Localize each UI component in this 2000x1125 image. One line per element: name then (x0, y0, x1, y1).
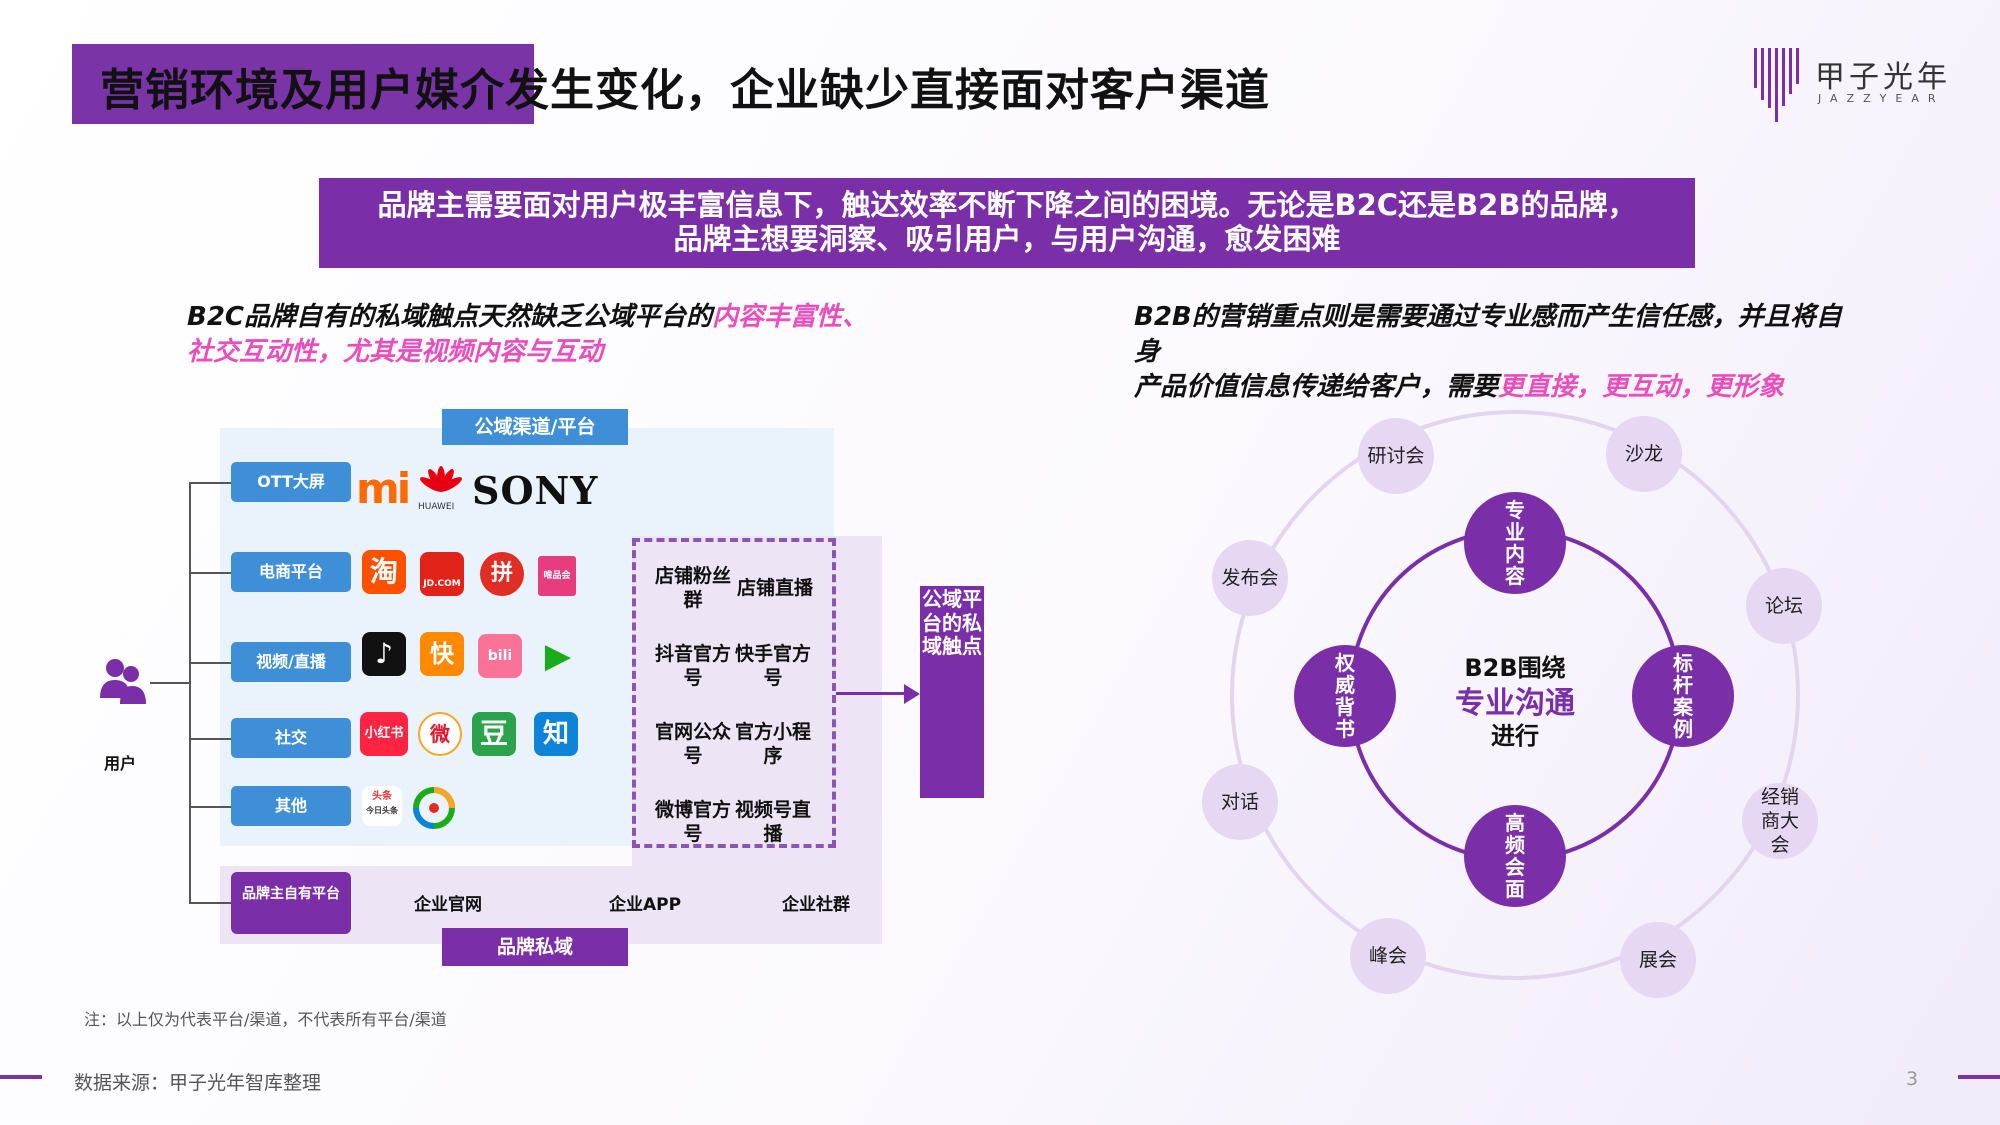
center-text-highlight: 专业沟通 (1455, 686, 1575, 721)
huawei-logo-icon (420, 466, 462, 492)
footer-accent-left (0, 1075, 42, 1079)
logo-mark-icon (1754, 48, 1799, 122)
taobao-icon: 淘 (362, 550, 406, 594)
jd-icon: JD.COM (420, 552, 464, 596)
event-launch: 发布会 (1212, 540, 1288, 616)
bracket-branch (189, 482, 231, 484)
b2c-subtitle: B2C品牌自有的私域触点天然缺乏公域平台的内容丰富性、 社交互动性，尤其是视频内… (187, 300, 887, 370)
own-item-website: 企业官网 (414, 895, 482, 915)
douyin-icon: ♪ (362, 632, 406, 676)
toutiao-icon-text: 头条 (372, 791, 392, 802)
summary-banner: 品牌主需要面对用户极丰富信息下，触达效率不断下降之间的困境。无论是B2C还是B2… (319, 178, 1695, 268)
channel-store-fan-group: 店铺粉丝群 (654, 565, 731, 611)
private-touchpoint-area (632, 536, 882, 866)
event-exhibition: 展会 (1620, 922, 1696, 998)
data-source: 数据来源：甲子光年智库整理 (74, 1072, 322, 1094)
tencent-news-icon (413, 787, 455, 829)
b2b-subtitle: B2B的营销重点则是需要通过专业感而产生信任感，并且将自身 产品价值信息传递给客… (1134, 300, 1854, 405)
channel-mini-program: 官方小程序 (734, 721, 811, 767)
user-connector (150, 682, 190, 684)
bracket-line (189, 482, 191, 904)
b2c-subtitle-text: B2C品牌自有的私域触点天然缺乏公域平台的 (187, 302, 712, 332)
pillar-frequent-meetings: 高频会面 (1464, 805, 1566, 907)
toutiao-icon: 头条 今日头条 (362, 786, 402, 826)
zhihu-icon: 知 (534, 712, 578, 756)
own-item-community: 企业社群 (782, 895, 850, 915)
b2b-subtitle-text: 产品价值信息传递给客户，需要 (1134, 372, 1499, 402)
logo-subtext: JAZZYEAR (1818, 92, 1945, 105)
pillar-label: 专业内容 (1505, 498, 1525, 588)
center-text-line-3: 进行 (1491, 722, 1539, 750)
event-dialogue: 对话 (1202, 764, 1278, 840)
logo-text: 甲子光年 (1815, 60, 1951, 95)
category-other: 其他 (231, 786, 351, 826)
bracket-branch (189, 806, 231, 808)
channel-store-live: 店铺直播 (736, 577, 813, 599)
pillar-label: 权威背书 (1335, 651, 1355, 741)
channel-video-account-live: 视频号直播 (734, 799, 811, 845)
tencent-video-icon: ▶ (544, 636, 572, 676)
title-accent-block (72, 44, 534, 124)
xiaomi-logo: mi (356, 464, 411, 513)
public-domain-label: 公域渠道/平台 (442, 409, 628, 445)
event-summit: 峰会 (1350, 918, 1426, 994)
flow-arrow (836, 692, 916, 695)
xiaohongshu-icon: 小红书 (360, 712, 408, 756)
bracket-branch (189, 662, 231, 664)
footnote: 注：以上仅为代表平台/渠道，不代表所有平台/渠道 (84, 1010, 447, 1029)
b2b-subtitle-highlight: 更直接，更互动，更形象 (1498, 372, 1785, 402)
channel-kuaishou-official: 快手官方号 (734, 643, 811, 689)
b2c-subtitle-highlight-1: 内容丰富性、 (712, 302, 869, 332)
outer-ring (1230, 410, 1800, 980)
banner-line-1: 品牌主需要面对用户极丰富信息下，触达效率不断下降之间的困境。无论是B2C还是B2… (377, 188, 1637, 222)
private-channel-box (632, 538, 836, 848)
channel-official-account: 官网公众号 (654, 721, 731, 767)
toutiao-icon-subtext: 今日头条 (366, 806, 398, 815)
bracket-branch (189, 902, 231, 904)
category-ott: OTT大屏 (231, 462, 351, 502)
user-icon (100, 659, 146, 704)
pillar-label: 标杆案例 (1673, 651, 1693, 741)
pillar-label: 高频会面 (1505, 811, 1525, 901)
b2c-subtitle-highlight-2: 社交互动性，尤其是视频内容与互动 (187, 337, 604, 367)
event-forum: 论坛 (1746, 568, 1822, 644)
sony-logo: SONY (472, 468, 599, 513)
event-seminar: 研讨会 (1358, 418, 1434, 494)
bilibili-icon: bili (478, 634, 522, 678)
footer-accent-right (1958, 1075, 2000, 1079)
channel-douyin-official: 抖音官方号 (654, 643, 731, 689)
category-social: 社交 (231, 718, 351, 758)
vipshop-icon: 唯品会 (538, 556, 576, 596)
weibo-icon: 微 (418, 712, 462, 756)
pinduoduo-icon: 拼 (480, 552, 524, 596)
category-brand-own: 品牌主自有平台 (231, 872, 351, 934)
kuaishou-icon: 快 (420, 632, 464, 676)
page-number: 3 (1906, 1068, 1919, 1090)
page-title: 营销环境及用户媒介发生变化，企业缺少直接面对客户渠道 (100, 65, 1270, 116)
b2b-subtitle-line-1: B2B的营销重点则是需要通过专业感而产生信任感，并且将自身 (1134, 302, 1842, 367)
banner-line-2: 品牌主想要洞察、吸引用户，与用户沟通，愈发困难 (673, 222, 1341, 256)
user-label: 用户 (104, 754, 137, 773)
huawei-wordmark: HUAWEI (418, 502, 455, 512)
event-dealer-conference: 经销商大会 (1742, 783, 1818, 859)
pillar-professional-content: 专业内容 (1464, 492, 1566, 594)
public-private-touchpoint-box: 公域平台的私域触点 (920, 586, 984, 798)
center-text-line-1: B2B围绕 (1464, 654, 1566, 682)
bracket-branch (189, 572, 231, 574)
pillar-benchmark-cases: 标杆案例 (1632, 645, 1734, 747)
channel-weibo-official: 微博官方号 (654, 799, 731, 845)
pillar-authority-endorsement: 权威背书 (1294, 645, 1396, 747)
douban-icon: 豆 (472, 712, 516, 756)
own-item-app: 企业APP (609, 895, 682, 915)
category-video-live: 视频/直播 (231, 642, 351, 682)
event-salon: 沙龙 (1606, 416, 1682, 492)
arrow-head-icon (904, 684, 920, 704)
brand-private-label: 品牌私域 (442, 928, 628, 966)
bracket-branch (189, 738, 231, 740)
category-ecommerce: 电商平台 (231, 552, 351, 592)
